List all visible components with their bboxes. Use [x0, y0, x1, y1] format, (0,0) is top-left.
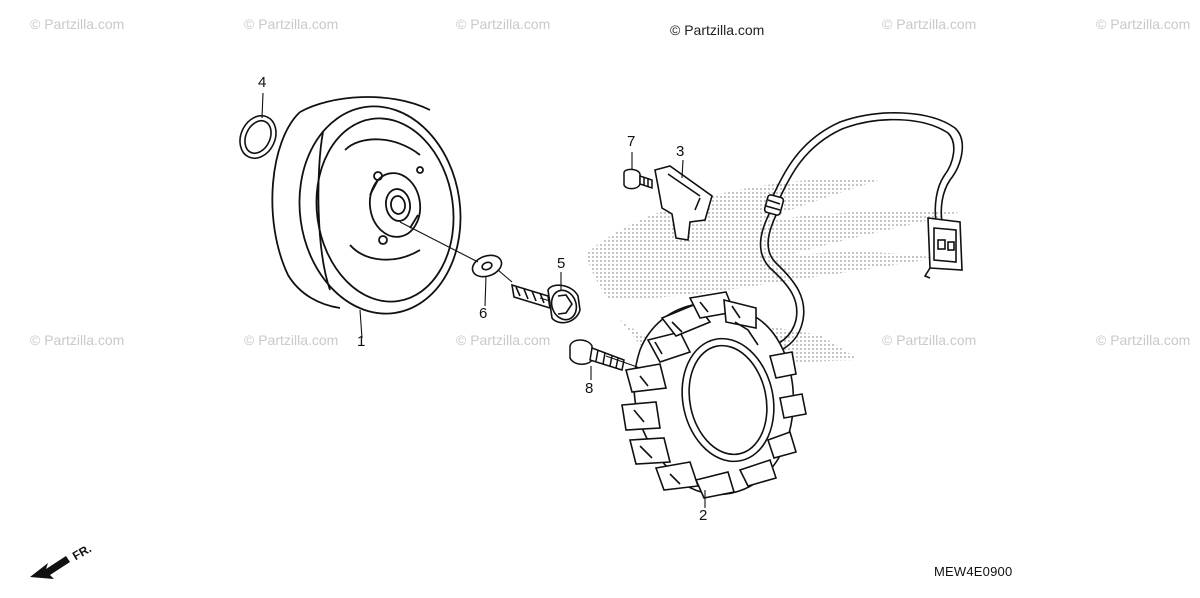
wire-connector: [923, 217, 963, 279]
cable-clamp-part: [654, 165, 713, 241]
callout-5: 5: [557, 255, 566, 272]
stator-part: [621, 291, 807, 499]
callout-3: 3: [676, 143, 685, 160]
flange-bolt-part: [510, 283, 581, 324]
watermark: © Partzilla.com: [456, 16, 551, 32]
watermark: © Partzilla.com: [244, 332, 339, 348]
watermark: © Partzilla.com: [1096, 16, 1191, 32]
callout-8: 8: [585, 380, 594, 397]
flywheel-rotor-part: [271, 96, 462, 315]
callout-6: 6: [479, 305, 488, 322]
watermark: © Partzilla.com: [1096, 332, 1191, 348]
callout-2: 2: [699, 507, 708, 524]
watermark-top: © Partzilla.com: [670, 22, 765, 38]
watermark: © Partzilla.com: [882, 16, 977, 32]
washer-part: [471, 254, 503, 278]
front-direction-arrow-icon: [30, 556, 70, 579]
watermark: © Partzilla.com: [244, 16, 339, 32]
callout-4: 4: [258, 74, 267, 91]
wire-harness: [759, 112, 964, 357]
watermark: © Partzilla.com: [882, 332, 977, 348]
watermark: © Partzilla.com: [456, 332, 551, 348]
o-ring-part: [239, 115, 277, 159]
callout-1: 1: [357, 333, 366, 350]
leader-lines: [261, 92, 706, 508]
watermark: © Partzilla.com: [30, 332, 125, 348]
callout-7: 7: [627, 133, 636, 150]
watermark: © Partzilla.com: [30, 16, 125, 32]
stator-bolt-part: [569, 339, 625, 371]
diagram-code: MEW4E0900: [934, 564, 1013, 579]
small-bolt-part: [623, 168, 653, 190]
